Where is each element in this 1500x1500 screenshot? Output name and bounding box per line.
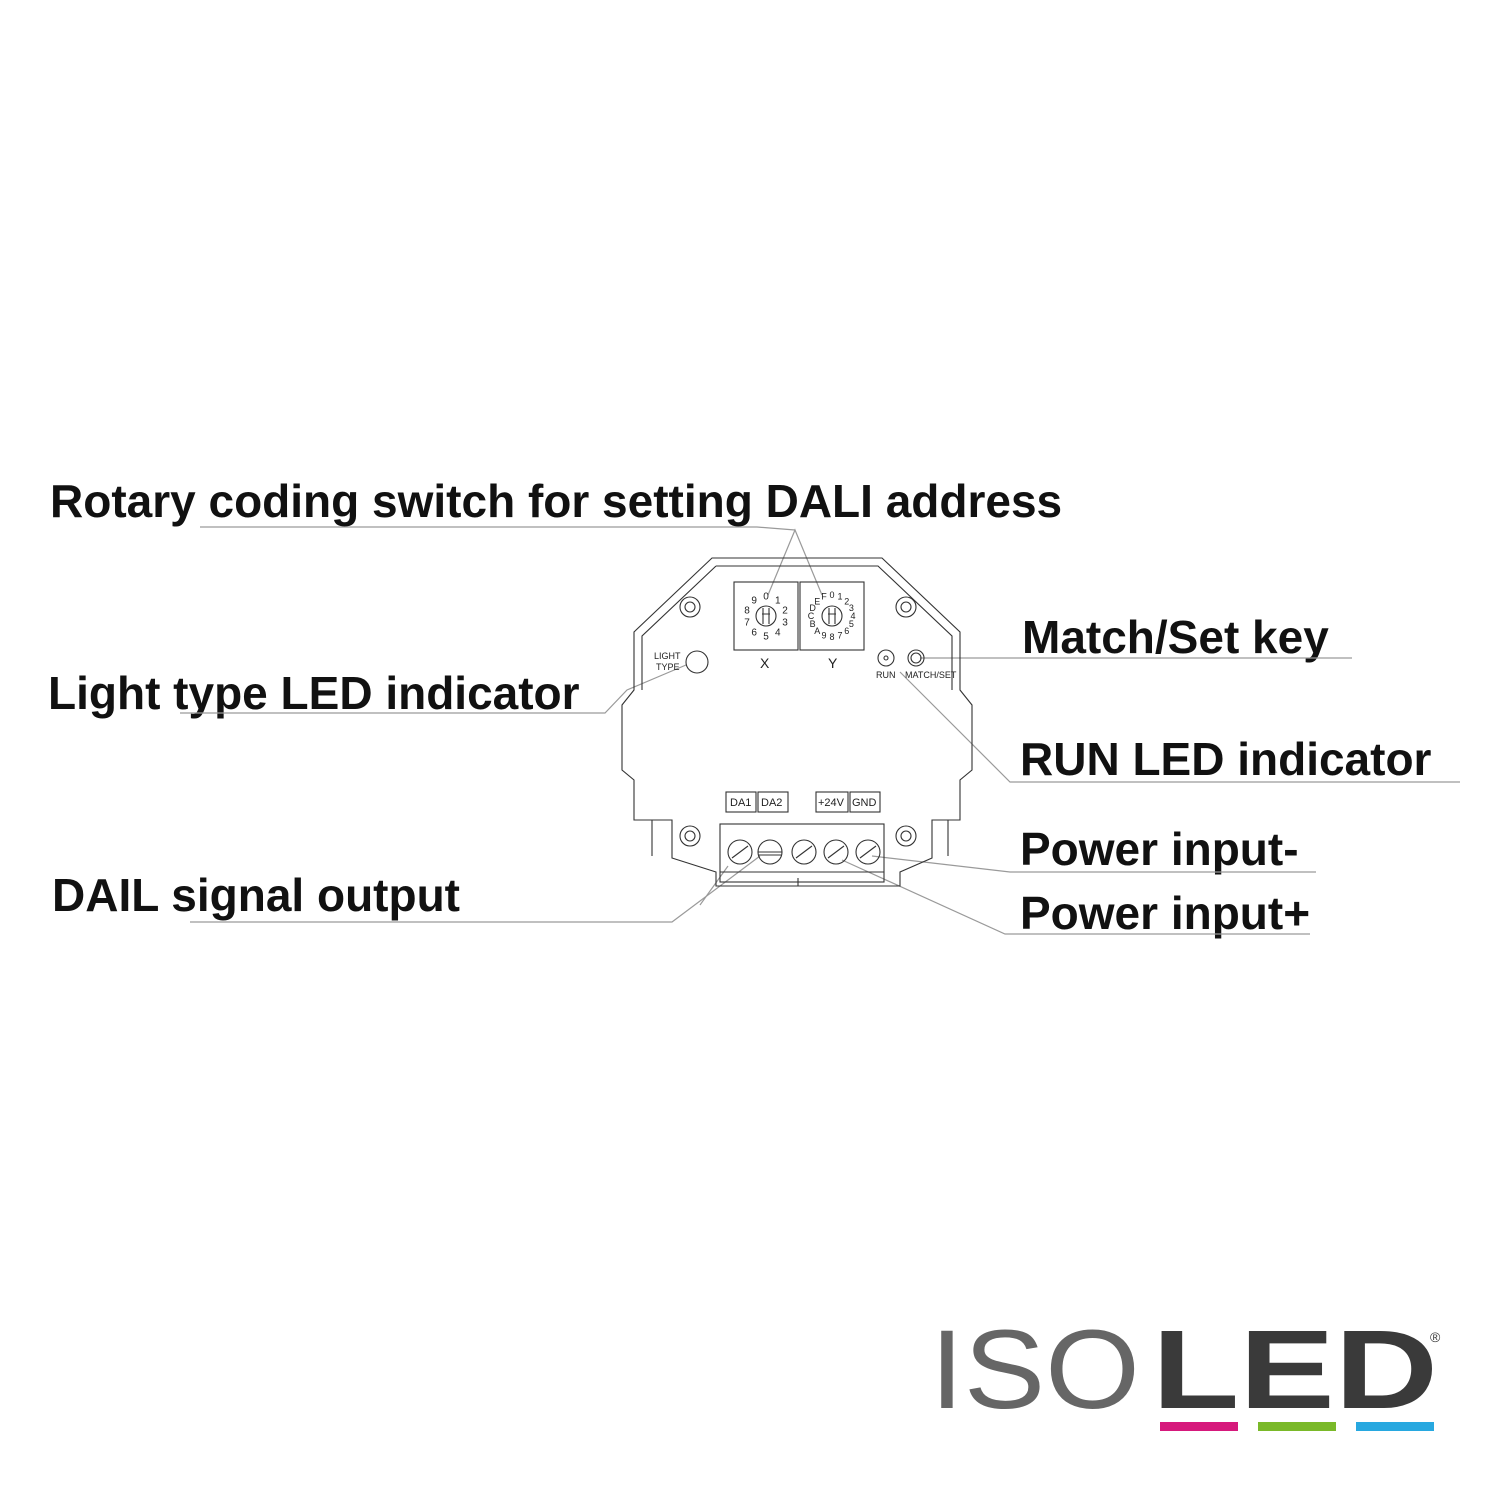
leader-power-plus [841, 859, 1310, 935]
leader-dali-output [190, 855, 761, 923]
switch-x-digit-4: 4 [775, 628, 781, 639]
switch-x-digit-7: 7 [744, 618, 750, 629]
logo-bar-cyan [1356, 1422, 1434, 1431]
terminal-screws [727, 839, 881, 865]
device-labels: LIGHT TYPE X Y RUN MATCH/SET DA1 DA2 +24… [654, 590, 957, 809]
switch-x-digit-5: 5 [763, 632, 769, 643]
light-type-label-line2: TYPE [656, 662, 680, 672]
housing-inner-top [716, 565, 953, 690]
switch-x-digit-9: 9 [751, 595, 757, 606]
switch-y-digit-E: E [814, 596, 820, 606]
switch-x-label: X [760, 655, 770, 671]
terminal-label-gnd: GND [852, 797, 877, 809]
switch-y-digit-3: 3 [849, 603, 854, 613]
switch-y-digit-9: 9 [821, 631, 826, 641]
switch-y-digit-B: B [810, 619, 816, 629]
switch-y-digit-5: 5 [849, 619, 854, 629]
logo-text-iso: ISO [930, 1307, 1140, 1432]
callout-run-led: RUN LED indicator [1020, 733, 1432, 785]
leader-light-type [180, 664, 687, 714]
logo-bar-green [1258, 1422, 1336, 1431]
leader-power-minus [871, 855, 1316, 873]
switch-y-digit-1: 1 [837, 592, 842, 602]
housing-inner-top-left [641, 565, 717, 690]
switch-x-box [733, 581, 799, 651]
switch-y-digit-4: 4 [850, 611, 855, 621]
leader-lines [180, 526, 1460, 935]
switch-y-digit-0: 0 [829, 590, 834, 600]
run-label: RUN [876, 670, 896, 680]
device-housing [621, 557, 973, 887]
match-set-key-circle [907, 649, 925, 667]
match-set-label: MATCH/SET [905, 670, 957, 680]
switch-y-digit-6: 6 [844, 626, 849, 636]
terminal-label-24v: +24V [818, 797, 845, 809]
callout-dali-signal-output: DAIL signal output [52, 869, 461, 921]
switch-y-box [799, 581, 865, 651]
switch-y-dial [821, 605, 843, 627]
leader-rotary-arms [767, 528, 823, 596]
callout-light-type-led: Light type LED indicator [48, 667, 580, 719]
terminal-label-da2: DA2 [761, 797, 782, 809]
switch-x-digit-1: 1 [775, 595, 781, 606]
switch-x-digit-2: 2 [782, 605, 788, 616]
switch-y-digit-D: D [809, 603, 816, 613]
switch-x-digit-0: 0 [763, 592, 769, 603]
terminal-label-da1: DA1 [730, 797, 751, 809]
switch-y-digit-2: 2 [844, 596, 849, 606]
switch-x-digit-6: 6 [751, 628, 757, 639]
callout-match-set-key: Match/Set key [1022, 611, 1329, 663]
terminal-block [719, 823, 885, 883]
logo-bar-magenta [1160, 1422, 1238, 1431]
switch-y-digit-8: 8 [829, 632, 834, 642]
leader-run-led [899, 671, 1460, 783]
switch-x-digit-3: 3 [782, 618, 788, 629]
isoled-logo: ISO LED ® [930, 1307, 1441, 1432]
logo-text-led: LED [1152, 1307, 1438, 1432]
switch-y-digit-F: F [821, 592, 827, 602]
light-type-label-line1: LIGHT [654, 651, 681, 661]
switch-x-dial [755, 605, 777, 627]
switch-x-digit-8: 8 [744, 605, 750, 616]
switch-y-digit-A: A [814, 626, 820, 636]
callout-power-input-minus: Power input- [1020, 823, 1299, 875]
run-led-circle [877, 649, 895, 667]
switch-y-digit-C: C [808, 611, 815, 621]
callout-rotary-switch: Rotary coding switch for setting DALI ad… [50, 475, 1063, 527]
logo-registered-mark: ® [1430, 1329, 1441, 1345]
callout-power-input-plus: Power input+ [1020, 887, 1311, 939]
housing-outline [621, 557, 973, 887]
light-type-led-circle [685, 650, 709, 674]
switch-y-digit-7: 7 [837, 631, 842, 641]
leader-rotary-underline [200, 526, 796, 531]
switch-y-label: Y [828, 655, 838, 671]
